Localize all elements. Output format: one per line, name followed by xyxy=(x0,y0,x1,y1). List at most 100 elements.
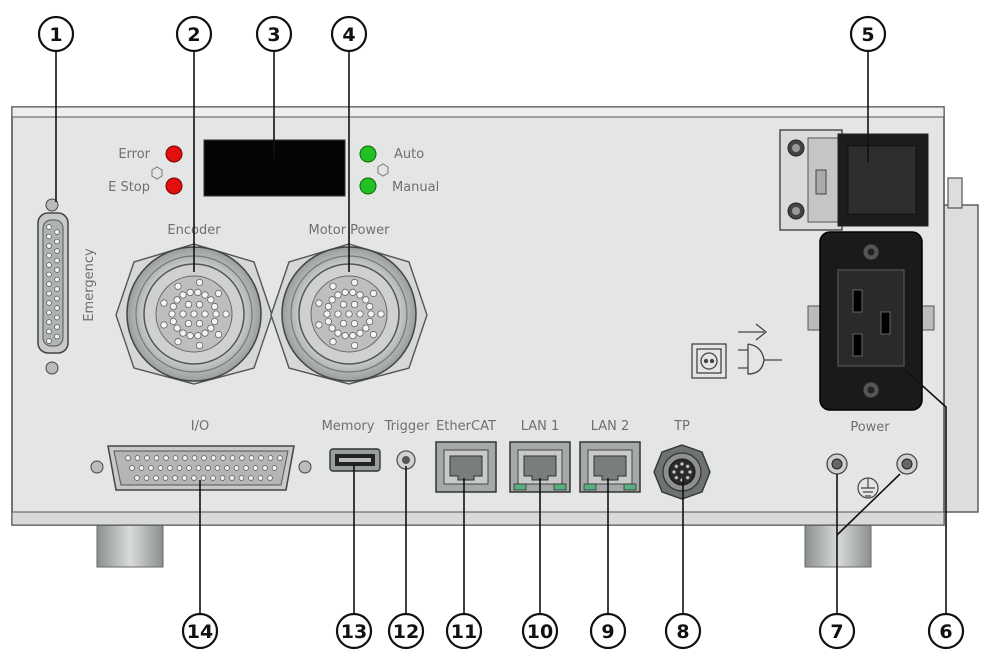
power-inlet xyxy=(807,231,935,411)
connector-pin xyxy=(46,328,52,335)
connector-pin xyxy=(191,455,198,461)
connector-pin xyxy=(271,465,278,471)
connector-pin xyxy=(54,276,60,283)
connector-pin xyxy=(176,465,183,471)
error-label: Error xyxy=(118,147,150,162)
foot-right xyxy=(804,524,872,568)
connector-pin xyxy=(54,295,60,302)
foot-left xyxy=(96,524,164,568)
connector-pin xyxy=(54,324,60,330)
connector-pin xyxy=(366,317,374,326)
svg-text:9: 9 xyxy=(601,621,614,643)
connector-pin xyxy=(129,465,135,471)
connector-pin xyxy=(134,455,141,461)
connector-pin xyxy=(323,310,331,318)
panel-top-edge xyxy=(11,106,945,118)
connector-pin xyxy=(201,310,209,318)
connector-pin xyxy=(687,469,693,475)
hex-screw-right xyxy=(377,163,389,177)
connector-pin xyxy=(248,475,254,481)
connector-pin xyxy=(222,310,230,318)
connector-pin xyxy=(173,324,181,332)
callout-1: 1 xyxy=(37,15,75,53)
callout-13: 13 xyxy=(335,612,373,650)
connector-pin xyxy=(220,455,226,461)
connector-pin xyxy=(162,475,169,481)
lan1-label: LAN 1 xyxy=(521,419,560,434)
connector-pin xyxy=(349,332,357,340)
manual-led xyxy=(359,177,377,195)
connector-pin xyxy=(679,461,685,467)
connector-pin xyxy=(214,465,221,471)
connector-pin xyxy=(168,310,176,318)
connector-pin xyxy=(339,300,348,309)
connector-pin xyxy=(356,329,364,337)
tp-connector xyxy=(653,444,711,500)
connector-pin xyxy=(148,465,154,471)
connector-pin xyxy=(167,465,173,471)
connector-pin xyxy=(207,324,215,332)
callout-8: 8 xyxy=(664,612,702,650)
connector-pin xyxy=(334,291,342,299)
connector-pin xyxy=(341,332,349,340)
svg-text:4: 4 xyxy=(342,24,355,46)
connector-pin xyxy=(194,288,202,296)
trigger-label: Trigger xyxy=(384,419,430,434)
callout-4: 4 xyxy=(330,15,368,53)
svg-text:1: 1 xyxy=(49,24,62,46)
connector-pin xyxy=(257,475,264,481)
connector-pin xyxy=(54,314,60,321)
power-switch xyxy=(779,129,929,231)
connector-pin xyxy=(54,238,60,245)
connector-pin xyxy=(201,329,209,337)
connector-pin xyxy=(214,331,223,339)
connector-pin xyxy=(211,317,219,326)
connector-pin xyxy=(369,289,378,297)
usb-port xyxy=(329,448,381,472)
power-label: Power xyxy=(850,420,890,435)
connector-pin xyxy=(179,329,187,337)
connector-pin xyxy=(345,310,353,318)
connector-pin xyxy=(186,465,192,471)
leader-7b xyxy=(836,473,901,536)
connector-pin xyxy=(248,455,255,461)
io-connector xyxy=(90,445,312,491)
connector-pin xyxy=(153,475,159,481)
svg-text:13: 13 xyxy=(341,621,367,643)
connector-pin xyxy=(685,475,690,480)
connector-pin xyxy=(54,305,60,311)
connector-pin xyxy=(138,465,145,471)
tp-label: TP xyxy=(673,419,690,434)
ground-symbol xyxy=(857,477,879,499)
connector-pin xyxy=(362,296,370,304)
connector-pin xyxy=(328,324,336,332)
connector-pin xyxy=(54,333,60,340)
connector-pin xyxy=(224,465,230,471)
connector-pin xyxy=(674,464,679,469)
connector-pin xyxy=(54,248,60,254)
connector-pin xyxy=(196,278,204,287)
connector-pin xyxy=(46,281,52,287)
hex-screw-left xyxy=(151,166,163,180)
connector-pin xyxy=(366,302,374,311)
svg-text:11: 11 xyxy=(451,621,477,643)
connector-pin xyxy=(172,455,179,461)
connector-pin xyxy=(267,455,274,461)
connector-pin xyxy=(356,291,364,299)
connector-pin xyxy=(184,319,193,328)
emergency-connector xyxy=(37,198,69,375)
svg-text:14: 14 xyxy=(187,621,213,643)
ethercat-label: EtherCAT xyxy=(436,419,496,434)
connector-pin xyxy=(219,475,226,481)
connector-pin xyxy=(210,455,217,461)
connector-pin xyxy=(324,302,332,311)
leader-6 xyxy=(904,369,947,614)
connector-pin xyxy=(54,229,60,235)
svg-text:6: 6 xyxy=(939,621,952,643)
connector-pin xyxy=(369,331,378,339)
connector-pin xyxy=(46,252,52,259)
svg-text:8: 8 xyxy=(676,621,689,643)
connector-pin xyxy=(679,469,685,475)
svg-text:3: 3 xyxy=(267,24,280,46)
side-tab xyxy=(947,177,963,209)
